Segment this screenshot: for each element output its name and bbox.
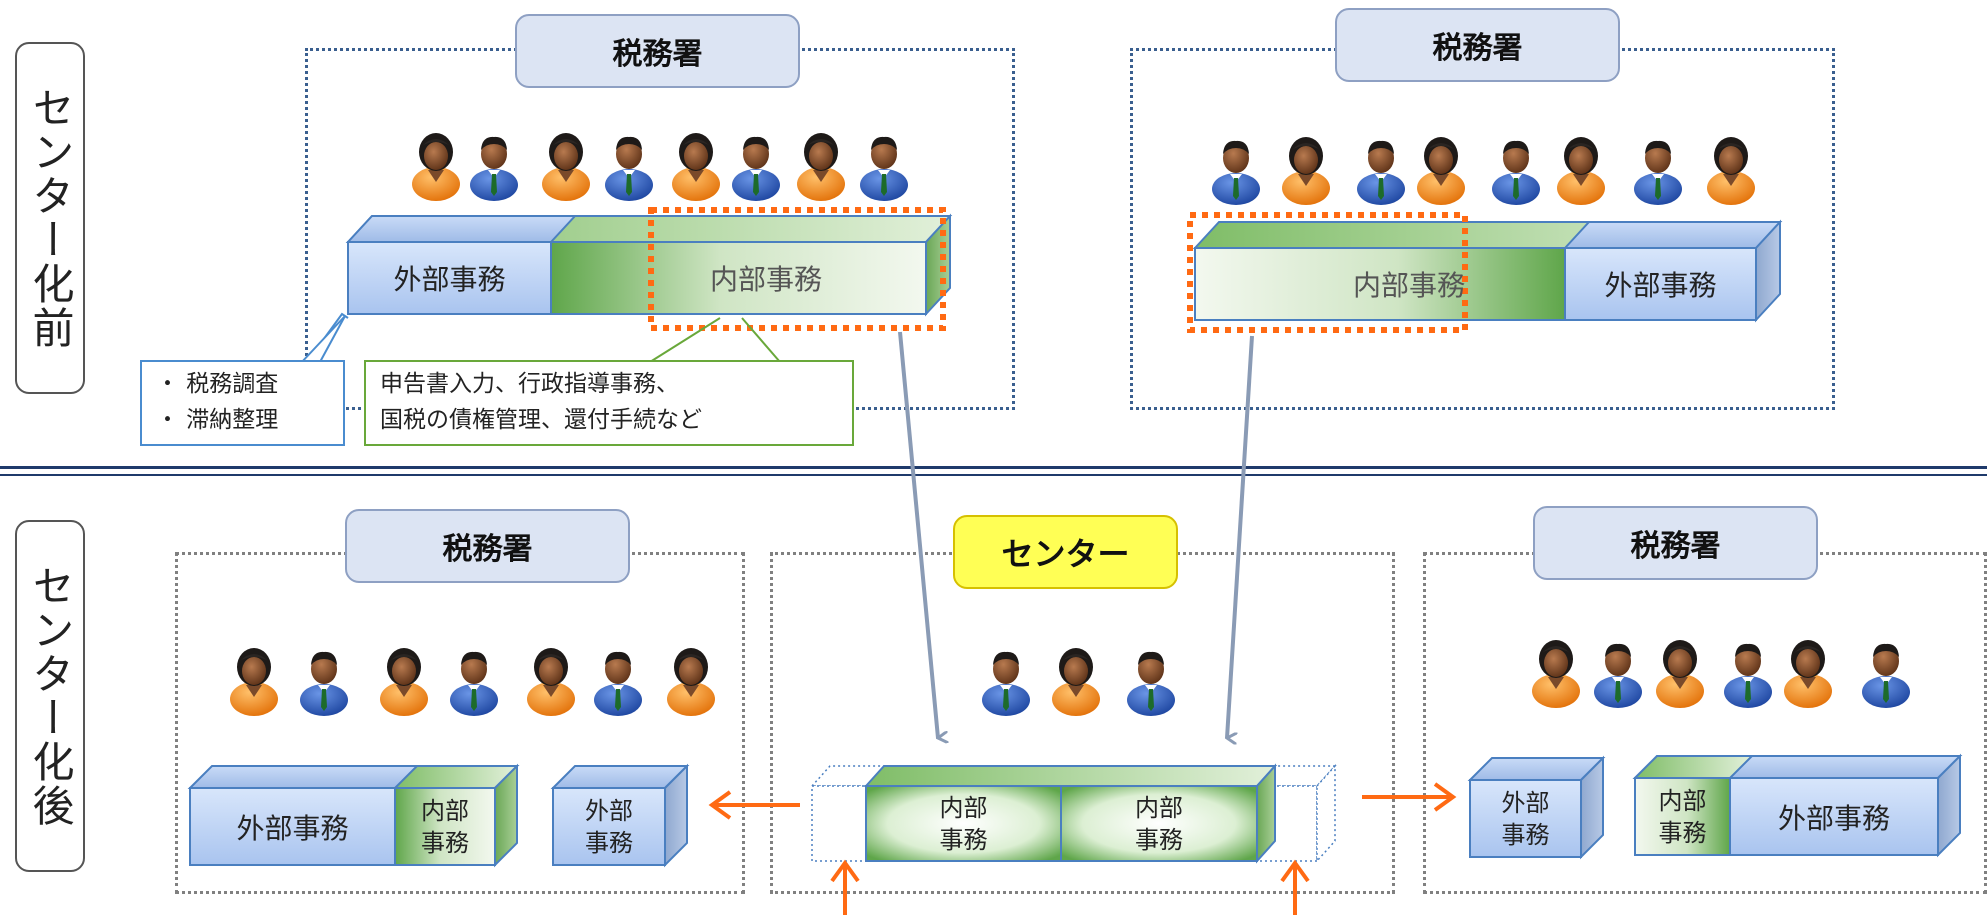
person-female-icon (378, 645, 430, 717)
internal-task-line-1: 内部 (939, 793, 988, 822)
person-female-icon (670, 130, 722, 202)
tax-office-1-after-external-task-small: 外部 事務 (553, 788, 665, 865)
person-male-icon (1355, 134, 1407, 206)
person-male-icon (1722, 637, 1774, 709)
person-female-icon (1654, 637, 1706, 709)
person-female-icon (795, 130, 847, 202)
person-male-icon (298, 645, 350, 717)
person-male-icon (448, 645, 500, 717)
person-female-icon (228, 645, 280, 717)
tax-office-2-after-internal-task: 内部 事務 (1635, 778, 1730, 855)
tax-office-1-before-internal-task: 内部事務 (709, 263, 822, 296)
callout-item: ・ 滞納整理 (156, 407, 279, 433)
person-male-icon (1210, 134, 1262, 206)
tax-office-1-after-title: 税務署 (345, 509, 630, 583)
callout-item: ・ 税務調査 (156, 371, 279, 397)
person-female-icon (540, 130, 592, 202)
tax-office-2-before-external-task: 外部事務 (1604, 269, 1717, 302)
person-male-icon (603, 130, 655, 202)
before-centralization-label: センター化前 (15, 42, 85, 394)
tax-office-1-before-external-task: 外部事務 (393, 263, 506, 296)
person-male-icon (1860, 637, 1912, 709)
person-female-icon (1782, 637, 1834, 709)
person-male-icon (858, 130, 910, 202)
center-title: センター (953, 515, 1178, 589)
tax-office-2-before-internal-task: 内部事務 (1352, 269, 1465, 302)
center-internal-task-1: 内部 事務 (866, 786, 1061, 861)
external-task-line-1: 外部 (585, 796, 633, 825)
person-female-icon (1555, 134, 1607, 206)
external-task-line-2: 事務 (585, 828, 633, 857)
internal-task-line-2: 事務 (421, 828, 469, 857)
person-female-icon (665, 645, 717, 717)
callout-item: 国税の債権管理、還付手続など (380, 407, 702, 433)
section-divider-secondary (0, 474, 1987, 476)
person-female-icon (1530, 637, 1582, 709)
person-male-icon (730, 130, 782, 202)
tax-office-1-after-external-task: 外部事務 (236, 811, 349, 845)
tax-office-1-before-title: 税務署 (515, 14, 800, 88)
section-divider (0, 466, 1987, 469)
person-male-icon (980, 645, 1032, 717)
internal-task-line-2: 事務 (1658, 818, 1707, 847)
tax-office-1-after-internal-task: 内部 事務 (395, 788, 495, 865)
internal-task-line-1: 内部 (421, 796, 469, 825)
person-female-icon (410, 130, 462, 202)
internal-task-line-2: 事務 (939, 825, 988, 854)
internal-task-line-2: 事務 (1135, 825, 1183, 854)
internal-task-line-1: 内部 (1135, 793, 1183, 822)
internal-task-line-1: 内部 (1658, 786, 1707, 815)
person-male-icon (1125, 645, 1177, 717)
tax-office-2-after-title: 税務署 (1533, 506, 1818, 580)
after-centralization-label: センター化後 (15, 520, 85, 872)
callout-item: 申告書入力、行政指導事務、 (380, 371, 679, 397)
person-male-icon (1490, 134, 1542, 206)
external-task-line-1: 外部 (1501, 788, 1550, 817)
internal-task-callout: 申告書入力、行政指導事務、 国税の債権管理、還付手続など (364, 360, 854, 446)
person-female-icon (525, 645, 577, 717)
person-male-icon (1632, 134, 1684, 206)
person-female-icon (1415, 134, 1467, 206)
person-male-icon (592, 645, 644, 717)
person-male-icon (468, 130, 520, 202)
external-task-callout: ・ 税務調査 ・ 滞納整理 (140, 360, 345, 446)
tax-office-2-before-title: 税務署 (1335, 8, 1620, 82)
person-female-icon (1050, 645, 1102, 717)
tax-office-2-after-external-task: 外部事務 (1777, 801, 1890, 835)
person-female-icon (1280, 134, 1332, 206)
tax-office-2-after-external-task-small: 外部 事務 (1470, 780, 1581, 857)
external-task-line-2: 事務 (1501, 820, 1550, 849)
center-internal-task-2: 内部 事務 (1061, 786, 1257, 861)
person-female-icon (1705, 134, 1757, 206)
person-male-icon (1592, 637, 1644, 709)
